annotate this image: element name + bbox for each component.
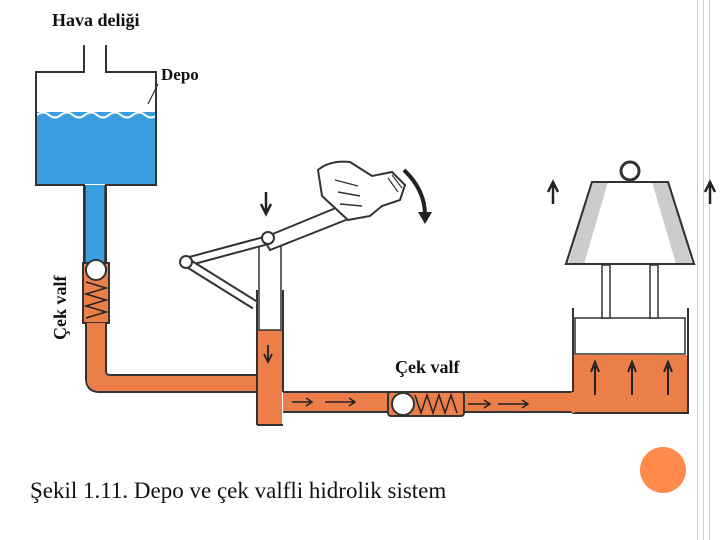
- up-arrow-icon: [590, 359, 600, 395]
- load-piston: [574, 317, 686, 355]
- slide-border-line: [703, 0, 704, 540]
- tank-label: Depo: [161, 65, 199, 84]
- up-arrow-icon: [663, 359, 673, 395]
- tank: [35, 45, 159, 262]
- weight: [564, 160, 696, 265]
- ball-icon: [85, 259, 107, 281]
- accent-circle: [640, 447, 686, 493]
- figure-caption: Şekil 1.11. Depo ve çek valfli hidrolik …: [30, 478, 447, 503]
- tank-pointer: [147, 83, 159, 105]
- up-arrow-icon: [627, 359, 637, 395]
- check-valve-vertical: [82, 259, 110, 324]
- hand-icon: [316, 160, 407, 222]
- load-cylinder: [571, 264, 689, 414]
- spring-icon: [414, 392, 458, 416]
- ball-icon: [391, 392, 415, 416]
- pump-cylinder-fluid: [258, 330, 282, 425]
- slide-border-line: [709, 0, 710, 540]
- check-valve-horizontal: [387, 391, 465, 417]
- spring-icon: [83, 281, 109, 319]
- up-arrow-icon: [546, 179, 560, 204]
- tank-fluid-surface: [36, 111, 158, 119]
- tank-outlet-pipe: [85, 185, 105, 263]
- pump-piston: [258, 241, 282, 331]
- down-arrow-icon: [263, 345, 273, 365]
- rotation-arrow-icon: [402, 168, 427, 216]
- tank-outline: [35, 45, 157, 262]
- up-arrow-icon: [703, 179, 717, 204]
- air-hole-label: Hava deliği: [52, 10, 140, 30]
- tank-fluid: [37, 112, 155, 184]
- check-valve-vertical-label: Çek valf: [50, 275, 70, 341]
- down-arrow-icon: [259, 192, 273, 217]
- slide-border-line: [697, 0, 698, 540]
- check-valve-horizontal-label: Çek valf: [395, 357, 460, 377]
- orange-pipes: [85, 241, 573, 426]
